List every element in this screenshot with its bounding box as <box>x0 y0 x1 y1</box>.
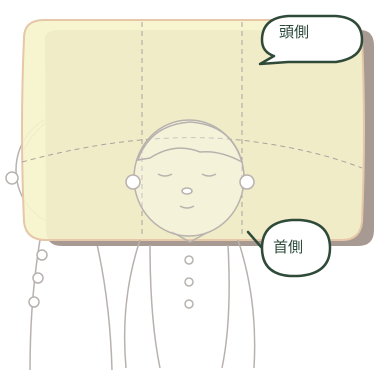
front-person-mouth <box>179 205 195 209</box>
neck-side-bubble <box>246 218 332 278</box>
front-person-nose <box>181 187 193 195</box>
back-person-button-3 <box>28 296 40 308</box>
back-person-body-right <box>95 239 113 371</box>
pillow-curve-line <box>21 137 363 169</box>
head-side-bubble <box>258 14 364 66</box>
neck-side-bubble-shape <box>246 218 332 278</box>
front-person-body-right <box>237 239 256 369</box>
front-person-button-1 <box>184 255 194 265</box>
front-person-ear-left <box>125 174 141 190</box>
front-person-eye-right <box>201 173 217 177</box>
front-person-arm-left <box>149 244 161 369</box>
back-person-ear <box>5 171 19 185</box>
head-side-bubble-shape <box>258 14 364 66</box>
front-person-body-left <box>123 239 141 369</box>
front-person <box>123 119 256 369</box>
back-person-button-1 <box>36 249 48 261</box>
head-side-label: 頭側 <box>279 23 310 41</box>
front-person-button-3 <box>184 299 194 309</box>
front-person-eye-left <box>157 173 173 177</box>
pillow-dividers <box>21 22 363 238</box>
front-person-button-2 <box>184 277 194 287</box>
front-person-ear-right <box>239 174 255 190</box>
back-person-button-2 <box>32 272 44 284</box>
front-person-arm-right <box>221 244 230 369</box>
neck-side-label: 首側 <box>273 238 304 256</box>
front-person-hair <box>136 121 244 164</box>
